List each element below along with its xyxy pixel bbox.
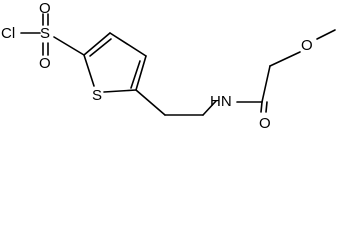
bond-c2-c3 bbox=[83, 32, 111, 56]
atom-o-sulfonyl-bottom: O bbox=[39, 55, 51, 72]
atom-s-sulfonyl: S bbox=[40, 25, 50, 42]
bond-c4-c5-double bbox=[130, 60, 141, 89]
bonds bbox=[20, 13, 336, 116]
atom-nh: HN bbox=[210, 93, 232, 110]
atom-labels: Cl S O O S HN O O bbox=[1, 0, 313, 132]
bond-co-o-2 bbox=[265, 101, 268, 113]
bond-c3-c4 bbox=[109, 32, 147, 57]
atom-o-carbonyl: O bbox=[259, 115, 271, 132]
bond-c5-ch2 bbox=[135, 89, 166, 116]
bond-co-o-1 bbox=[260, 101, 263, 113]
bond-c2-c3-double bbox=[89, 38, 112, 57]
molecule-structure-diagram: Cl S O O S HN O O bbox=[1, 0, 336, 132]
bond-ch2-n bbox=[202, 100, 217, 116]
atom-cl: Cl bbox=[1, 25, 15, 42]
atom-o-sulfonyl-top: O bbox=[39, 0, 51, 17]
bond-co-ch2 bbox=[261, 65, 271, 103]
bond-c4-c5 bbox=[135, 55, 147, 91]
bond-c5-s1 bbox=[103, 89, 137, 93]
bond-s-c2 bbox=[53, 36, 85, 56]
bond-ch2-o-ether bbox=[269, 51, 301, 67]
atom-o-ether: O bbox=[301, 37, 313, 54]
bond-o-ether-ch3 bbox=[316, 29, 336, 40]
bond-s1-c2 bbox=[83, 54, 95, 87]
atom-s-thiophene: S bbox=[92, 87, 102, 104]
